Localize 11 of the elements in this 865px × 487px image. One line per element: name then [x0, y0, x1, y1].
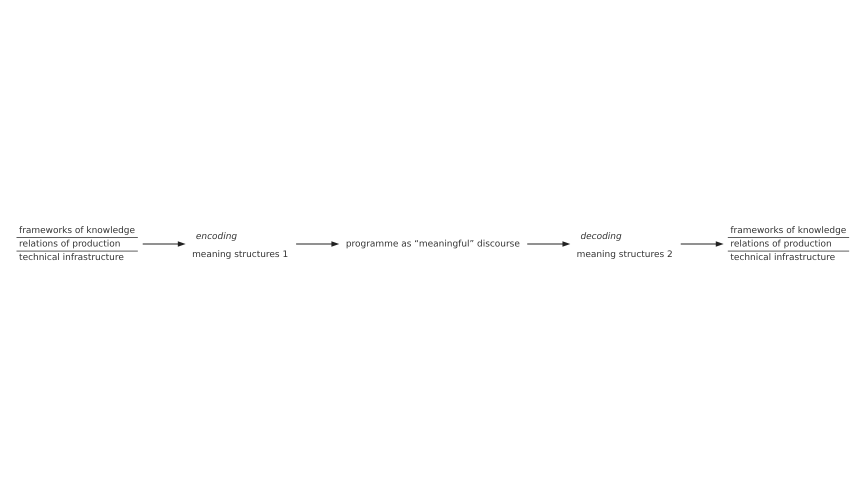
node-label: technical infrastructure [730, 252, 836, 263]
arrow [296, 240, 340, 246]
arrow [680, 240, 724, 246]
arrow [142, 240, 186, 246]
node-label: technical infrastructure [19, 252, 124, 263]
arrow [527, 240, 570, 246]
node-text: programme as “meaningful” discourse [346, 239, 520, 250]
node-label: frameworks of knowledge [730, 226, 846, 236]
node-text: encoding meaning structures 1 [192, 231, 288, 260]
node-text: decoding meaning structures 2 [576, 231, 673, 260]
node-label: frameworks of knowledge [19, 226, 136, 236]
